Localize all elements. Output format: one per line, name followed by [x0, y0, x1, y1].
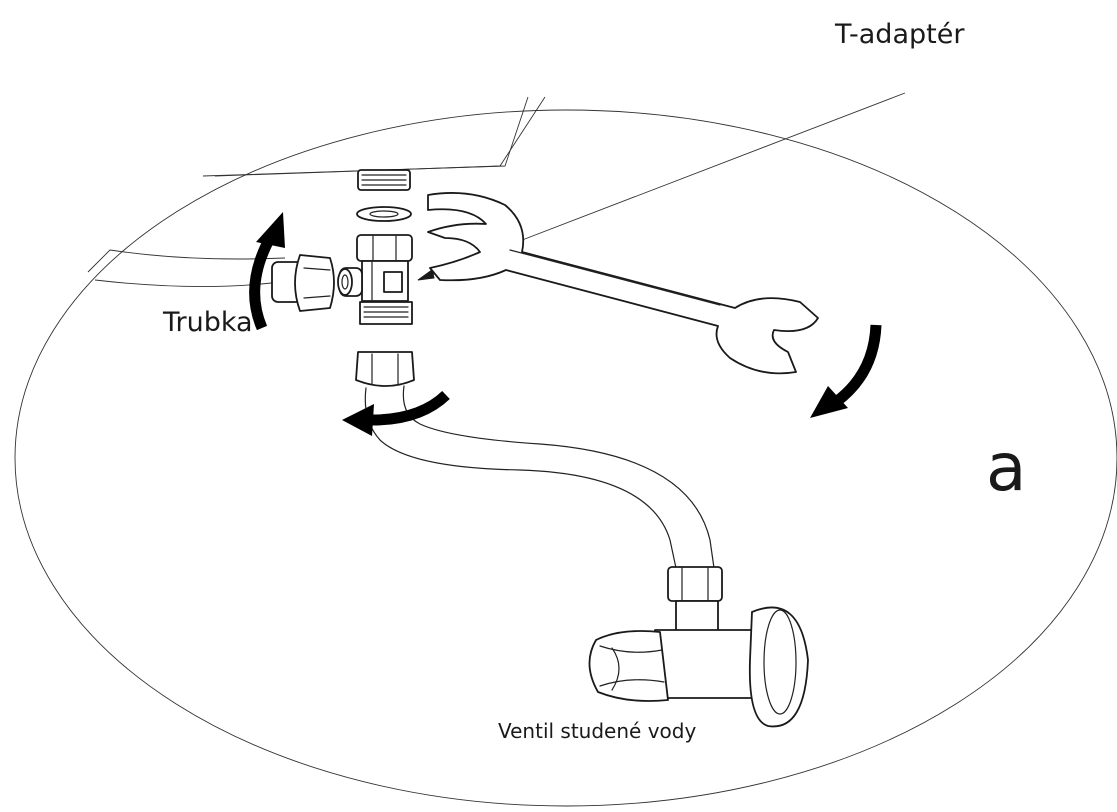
hose-nut	[355, 351, 415, 387]
rotate-arrow-wrench	[810, 324, 882, 418]
label-pipe: Trubka	[162, 307, 253, 338]
rotate-arrow-hose	[342, 390, 450, 436]
wrench	[427, 192, 819, 375]
pipe-nut	[271, 254, 335, 312]
label-t-adapter: T-adaptér	[834, 19, 965, 50]
detail-ellipse	[14, 109, 1117, 807]
label-step: a	[986, 429, 1026, 506]
washer	[356, 206, 412, 222]
faucet-thread	[357, 169, 411, 191]
rotate-arrow-pipe	[249, 212, 285, 331]
label-cold-valve: Ventil studené vody	[498, 719, 696, 743]
cold-water-valve	[588, 566, 809, 728]
t-adapter	[337, 234, 413, 325]
